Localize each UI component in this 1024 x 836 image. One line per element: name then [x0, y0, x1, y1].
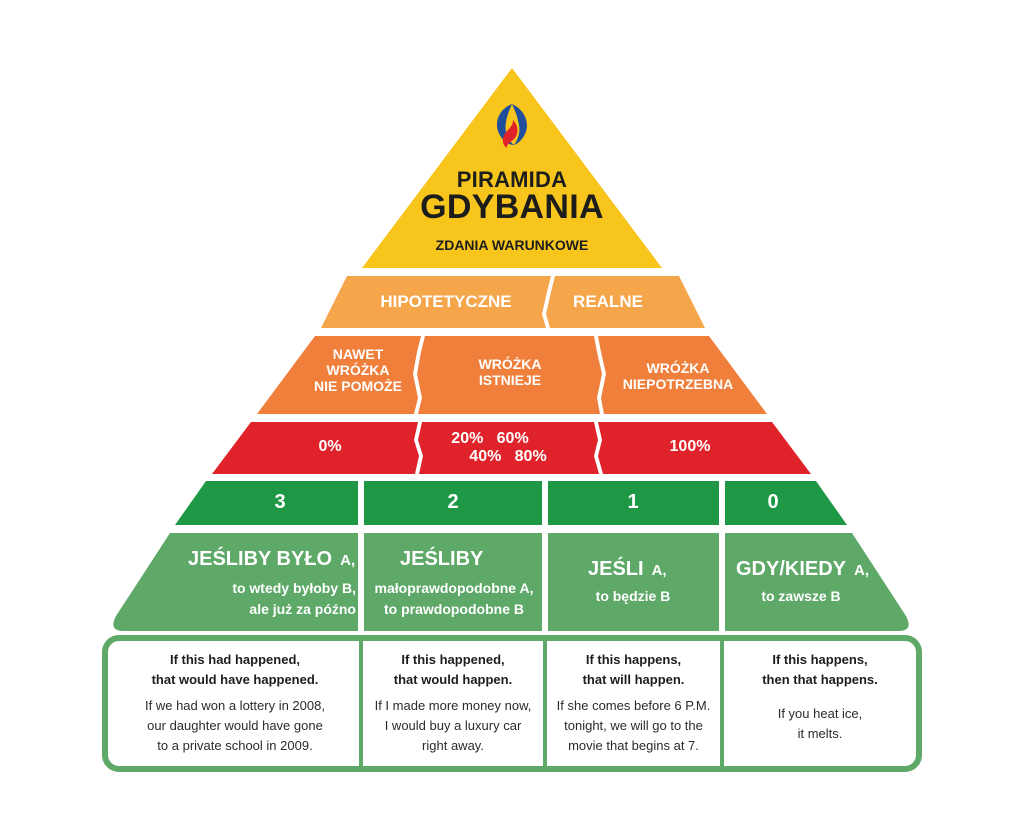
example-1-head2: that will happen. [582, 671, 685, 687]
structure-0-sub1: to zawsze B [761, 588, 841, 604]
example-2-head1: If this happened, [401, 652, 505, 667]
example-2-body: If I made more money now, I would buy a … [364, 696, 542, 756]
row-prob-zero [212, 422, 419, 474]
structure-1-head-text: JEŚLI [588, 558, 644, 580]
row-type-1 [548, 481, 719, 525]
example-0-head2: then that happens. [762, 671, 878, 687]
structure-2-sub1: małoprawdopodobne A, [374, 580, 534, 596]
structure-0-suffix: A, [854, 562, 870, 579]
label-type-2: 2 [447, 491, 459, 513]
example-0-body2: it melts. [797, 726, 843, 742]
pyramid-apex [362, 68, 662, 268]
label-prob-mid-line2: 40% 80% [469, 448, 547, 465]
label-fortune-unneeded-line1: WRÓŻKA [646, 360, 710, 376]
example-3-body3: to a private school in 2009. [157, 738, 313, 754]
examples-box [102, 635, 922, 772]
example-1-body1: If she comes before 6 P.M. [556, 698, 711, 713]
structure-2-head: JEŚLIBY [400, 548, 540, 571]
example-0-body1: If you heat ice, [777, 706, 863, 721]
label-type-0: 0 [767, 491, 779, 513]
label-no-help-line1: NAWET [332, 346, 384, 362]
example-2-head: If this happened, that would happen. [364, 650, 542, 689]
example-2-body3: right away. [422, 738, 484, 754]
structure-0-head: GDY/KIEDY A, [736, 558, 870, 581]
row-type-0 [725, 481, 847, 525]
example-3-head: If this had happened, that would have ha… [112, 650, 358, 689]
structure-1-sub1: to będzie B [595, 588, 671, 604]
row-structure-1 [548, 533, 719, 631]
example-2-body2: I would buy a luxury car [384, 718, 522, 734]
example-0-head1: If this happens, [772, 652, 868, 667]
structure-2-head-text: JEŚLIBY [400, 548, 484, 570]
structure-2-sub2: to prawdopodobne B [384, 601, 524, 617]
example-1-body: If she comes before 6 P.M. tonight, we w… [548, 696, 719, 756]
label-no-help: NAWET WRÓŻKA NIE POMOŻE [298, 346, 418, 394]
row-real [546, 276, 705, 328]
title-line2: GDYBANIA [420, 188, 604, 226]
structure-3-head: JEŚLIBY BYŁO A, [188, 548, 358, 571]
example-3-body2: our daughter would have gone [147, 718, 323, 734]
row-fortune-unneeded [598, 336, 767, 414]
label-prob-zero: 0% [318, 438, 342, 455]
example-3-head1: If this had happened, [169, 652, 300, 667]
example-3-head2: that would have happened. [151, 671, 319, 687]
label-type-3: 3 [274, 491, 286, 513]
label-fortune-exists-line1: WRÓŻKA [478, 356, 542, 372]
example-1-head: If this happens, that will happen. [548, 650, 719, 689]
example-0-body: If you heat ice, it melts. [725, 704, 915, 744]
title-subtitle: ZDANIA WARUNKOWE [435, 237, 589, 253]
example-1-body2: tonight, we will go to the [564, 718, 703, 734]
row-structure-0 [725, 533, 909, 631]
example-1-body3: movie that begins at 7. [568, 738, 699, 754]
label-fortune-exists: WRÓŻKA ISTNIEJE [440, 356, 580, 388]
title-line1: PIRAMIDA [456, 167, 568, 192]
label-prob-hundred: 100% [669, 438, 711, 455]
label-fortune-unneeded-line2: NIEPOTRZEBNA [622, 376, 734, 393]
flame-logo-icon [496, 104, 527, 148]
example-2-body1: If I made more money now, [374, 698, 532, 713]
label-fortune-unneeded: WRÓŻKA NIEPOTRZEBNA [608, 360, 748, 392]
label-prob-mid-line1: 20% 60% [451, 430, 529, 447]
example-3-body1: If we had won a lottery in 2008, [145, 698, 325, 713]
structure-2-sub: małoprawdopodobne A, to prawdopodobne B [370, 578, 538, 620]
row-no-help [257, 336, 421, 414]
structure-3-suffix: A, [340, 552, 356, 569]
label-fortune-exists-line2: ISTNIEJE [478, 372, 542, 389]
structure-1-head: JEŚLI A, [588, 558, 708, 581]
structure-3-sub: to wtedy byłoby B, ale już za późno [188, 578, 356, 620]
example-1-head1: If this happens, [585, 652, 682, 667]
row-structure-2 [364, 533, 542, 631]
example-3-body: If we had won a lottery in 2008, our dau… [112, 696, 358, 756]
structure-3-head-text: JEŚLIBY BYŁO [188, 548, 333, 570]
label-real: REALNE [573, 292, 643, 311]
example-0-head: If this happens, then that happens. [725, 650, 915, 689]
row-fortune-exists [417, 336, 602, 414]
structure-0-head-text: GDY/KIEDY [736, 558, 847, 580]
row-prob-mid [418, 422, 599, 474]
structure-3-sub2: ale już za późno [249, 601, 356, 617]
label-no-help-line3: NIE POMOŻE [314, 378, 402, 395]
structure-1-suffix: A, [651, 562, 667, 579]
row-structure-3 [113, 533, 358, 631]
row-type-3 [175, 481, 358, 525]
structure-3-sub1: to wtedy byłoby B, [232, 580, 356, 596]
row-type-2 [364, 481, 542, 525]
row-prob-hundred [598, 422, 811, 474]
label-no-help-line2: WRÓŻKA [326, 362, 390, 379]
row-hypothetical [321, 276, 551, 328]
label-type-1: 1 [627, 491, 639, 513]
label-hypothetical: HIPOTETYCZNE [380, 292, 512, 311]
example-2-head2: that would happen. [393, 671, 513, 687]
